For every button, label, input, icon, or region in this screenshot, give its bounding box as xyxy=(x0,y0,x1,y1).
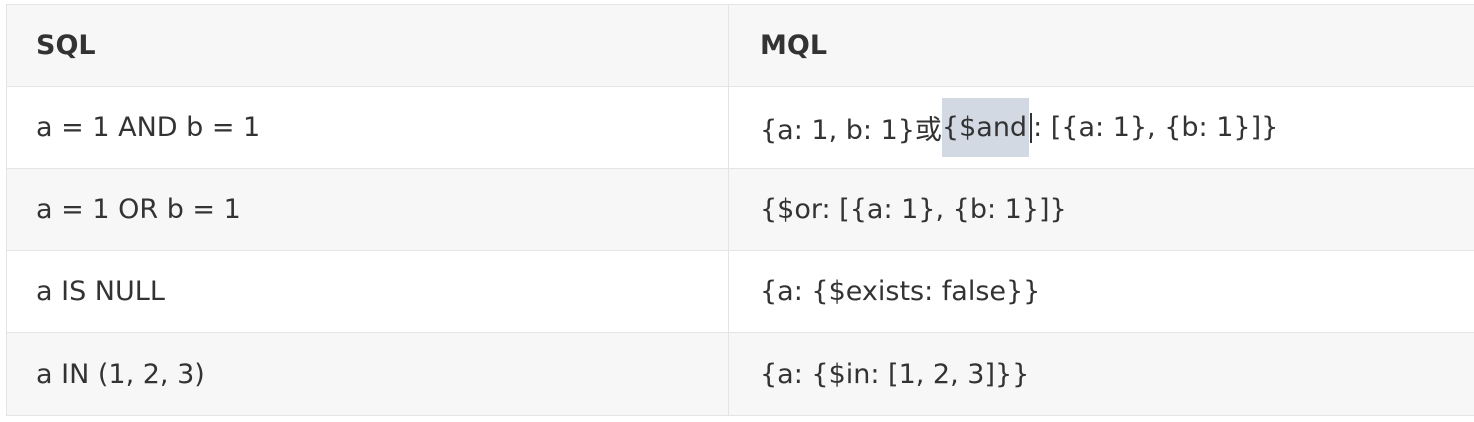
sql-cell: a IN (1, 2, 3) xyxy=(7,333,729,415)
mql-cell[interactable]: {a: 1, b: 1}或{$and: [{a: 1}, {b: 1}]} xyxy=(729,87,1474,168)
sql-cell: a = 1 AND b = 1 xyxy=(7,87,729,168)
table-header-row: SQL MQL xyxy=(7,5,1474,87)
sql-cell: a IS NULL xyxy=(7,251,729,332)
mql-cell: {a: {$exists: false}} xyxy=(760,276,1041,307)
text-selection-highlight: {$and xyxy=(941,98,1030,157)
table-row: a = 1 AND b = 1 {a: 1, b: 1}或{$and: [{a:… xyxy=(7,87,1474,169)
text-cursor xyxy=(1030,112,1033,143)
sql-cell: a = 1 OR b = 1 xyxy=(7,169,729,250)
mql-text-post: : [{a: 1}, {b: 1}]} xyxy=(1033,112,1279,143)
mql-text-pre: {a: 1, b: 1}或 xyxy=(760,115,942,146)
header-mql: MQL xyxy=(760,30,828,61)
table-row: a IN (1, 2, 3) {a: {$in: [1, 2, 3]}} xyxy=(7,333,1474,415)
table-row: a IS NULL {a: {$exists: false}} xyxy=(7,251,1474,333)
header-sql: SQL xyxy=(7,5,729,86)
sql-mql-table: SQL MQL a = 1 AND b = 1 {a: 1, b: 1}或{$a… xyxy=(6,4,1474,416)
table-row: a = 1 OR b = 1 {$or: [{a: 1}, {b: 1}]} xyxy=(7,169,1474,251)
mql-cell: {$or: [{a: 1}, {b: 1}]} xyxy=(760,194,1067,225)
mql-cell: {a: {$in: [1, 2, 3]}} xyxy=(760,358,1030,390)
